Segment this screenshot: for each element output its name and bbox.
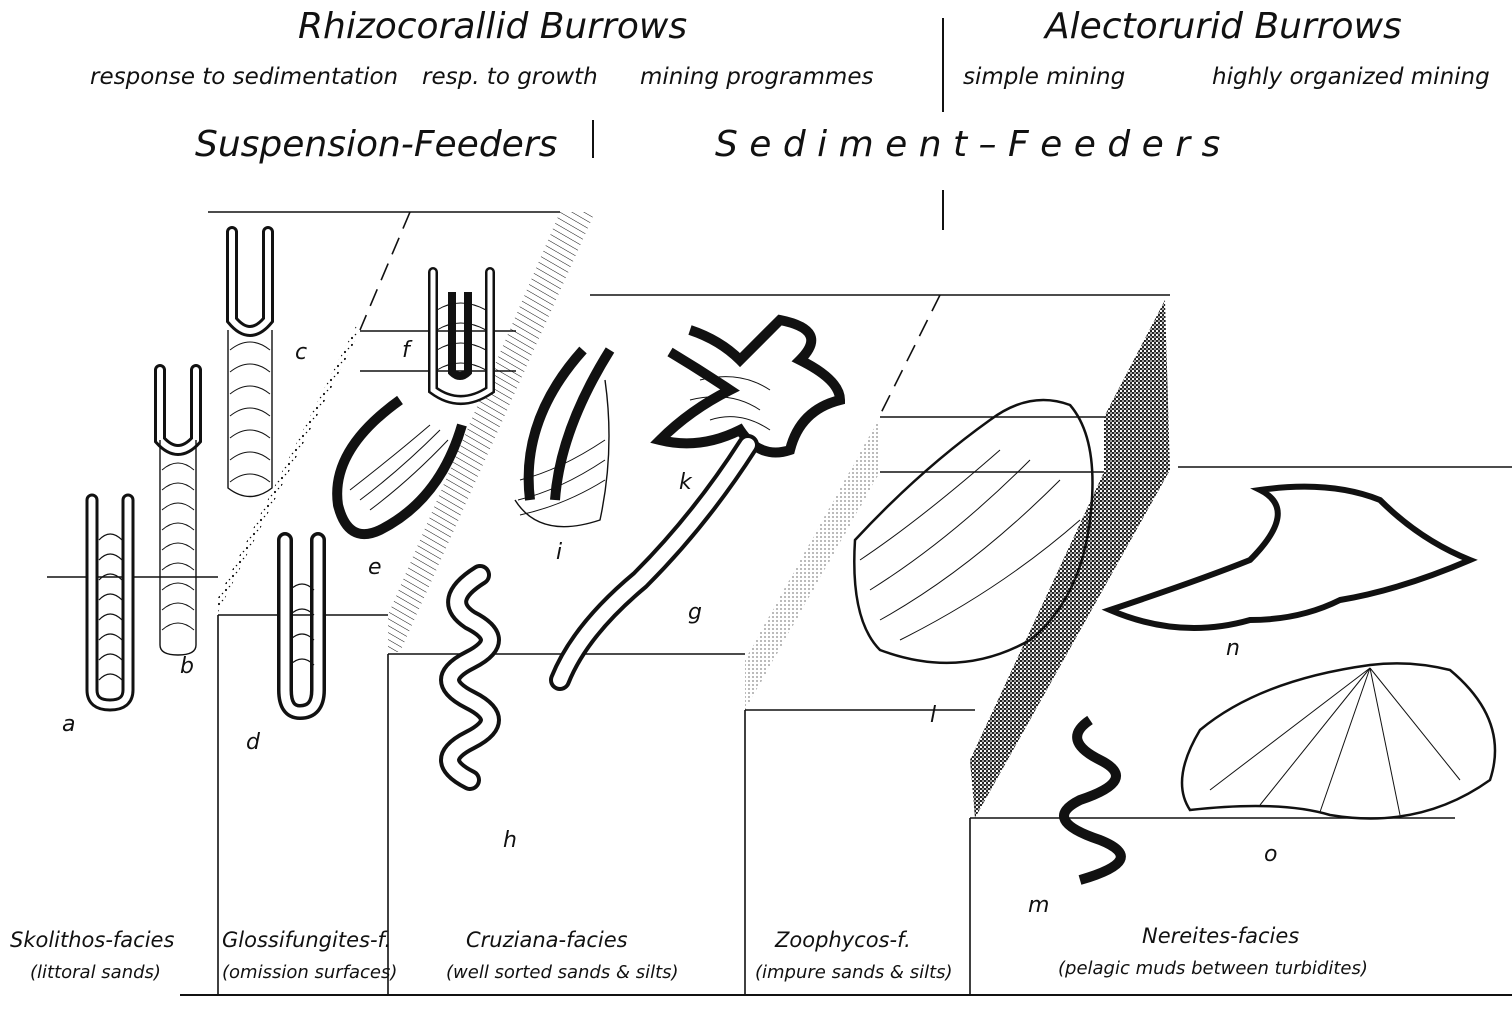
trace-f (433, 272, 490, 400)
trace-label-h: h (503, 828, 517, 853)
suspension-feeders-heading: Suspension-Feeders (195, 124, 557, 165)
trace-a (92, 500, 128, 705)
facies-name-zoophycos: Zoophycos-f. (775, 928, 911, 952)
highly-organized-mining-label: highly organized mining (1212, 64, 1490, 90)
trace-label-b: b (180, 654, 194, 679)
trace-label-k: k (679, 470, 692, 495)
trace-label-d: d (246, 730, 260, 755)
trace-d (285, 540, 318, 712)
facies-name-glossifungites: Glossifungites-f. (222, 928, 391, 952)
rhizocorallid-heading: Rhizocorallid Burrows (298, 6, 687, 47)
response-growth-label: resp. to growth (422, 64, 598, 90)
trace-label-m: m (1028, 893, 1049, 918)
facies-name-cruziana: Cruziana-facies (466, 928, 628, 952)
response-sedimentation-label: response to sedimentation (90, 64, 398, 90)
trace-o (1182, 663, 1495, 818)
trace-h (450, 575, 490, 780)
trace-n (1110, 487, 1470, 628)
facies-env-cruziana: (well sorted sands & silts) (446, 962, 679, 983)
trace-g (560, 445, 748, 680)
facies-env-skolithos: (littoral sands) (30, 962, 161, 983)
trace-label-i: i (556, 540, 562, 565)
trace-k (660, 320, 840, 453)
facies-name-skolithos: Skolithos-facies (10, 928, 174, 952)
simple-mining-label: simple mining (963, 64, 1125, 90)
trace-label-e: e (368, 555, 382, 580)
mining-programmes-label: mining programmes (640, 64, 873, 90)
facies-name-nereites: Nereites-facies (1142, 924, 1299, 948)
facies-env-nereites: (pelagic muds between turbidites) (1058, 958, 1368, 979)
trace-label-o: o (1264, 842, 1277, 867)
trace-label-l: l (930, 703, 936, 728)
trace-b (160, 370, 196, 655)
trace-m (1064, 720, 1121, 880)
trace-i (515, 350, 610, 527)
trace-label-a: a (62, 712, 75, 737)
alectorurid-heading: Alectorurid Burrows (1045, 6, 1402, 47)
trace-label-n: n (1226, 636, 1240, 661)
trace-label-f: f (402, 338, 410, 363)
sediment-feeders-heading: S e d i m e n t – F e e d e r s (715, 124, 1220, 165)
trace-label-g: g (688, 600, 702, 625)
trace-label-c: c (295, 340, 307, 365)
facies-env-glossifungites: (omission surfaces) (222, 962, 397, 983)
facies-env-zoophycos: (impure sands & silts) (755, 962, 953, 983)
trace-c (228, 232, 272, 497)
